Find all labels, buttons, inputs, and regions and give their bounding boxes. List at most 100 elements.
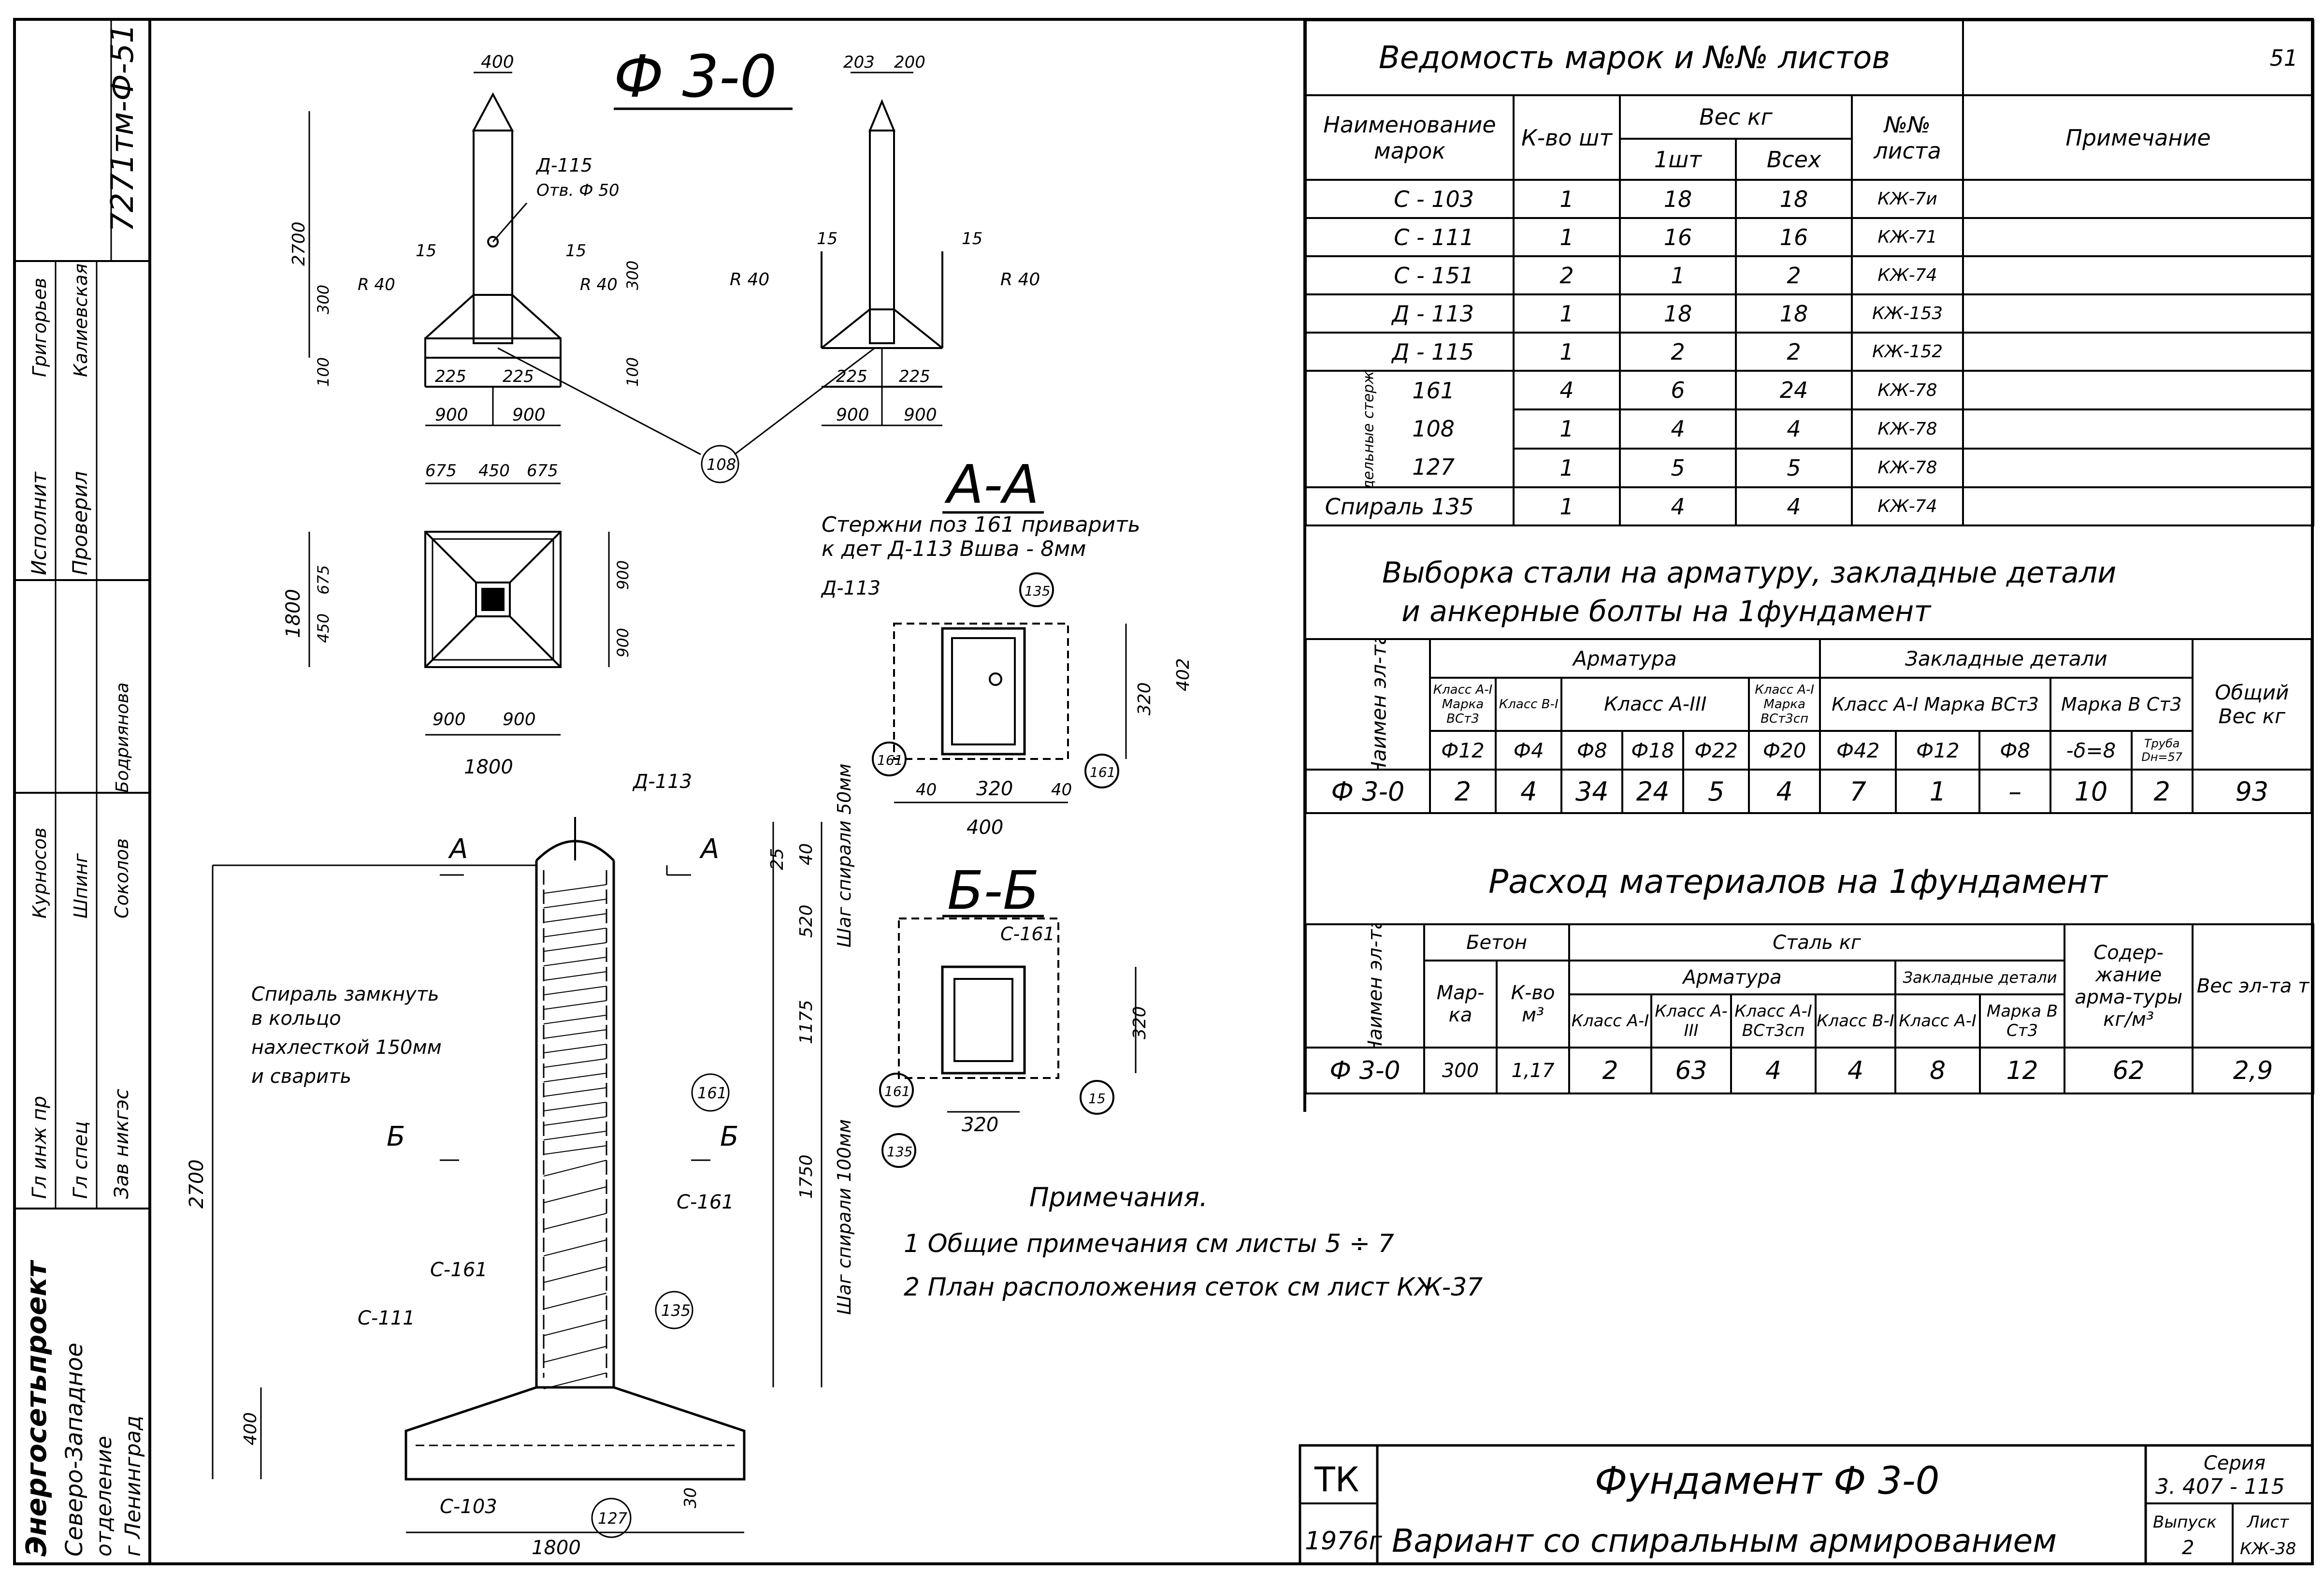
spiral-turn (543, 884, 607, 894)
stamp-org-4: г Ленинград (121, 1415, 145, 1557)
marks-row-sheet: КЖ-74 (1851, 486, 1964, 526)
spiral-turn (543, 1102, 607, 1111)
marks-col-wall: Всех (1735, 138, 1853, 181)
dim-320-bb: 320 (962, 1114, 998, 1136)
tb-sheet: КЖ-38 (2240, 1539, 2296, 1559)
stamp-name-3: Курносов (29, 828, 50, 918)
dim-400-top: 400 (481, 52, 514, 72)
spiral-turn (543, 1029, 607, 1039)
spiral-turn (543, 1073, 607, 1082)
dim-15-d: 15 (962, 229, 982, 248)
label-r40-d: R 40 (1000, 270, 1040, 290)
label-r40-b: R 40 (580, 275, 618, 294)
spiral-turn (543, 1160, 607, 1177)
spiral-turn (543, 957, 607, 966)
pos-108: 108 (707, 455, 736, 474)
steel-diam-cell: Ф12 (1429, 730, 1497, 771)
spiral-note-4: и сварить (251, 1065, 351, 1088)
mat-row-value: 2 (1568, 1047, 1653, 1094)
spiral-turn (543, 986, 607, 995)
spiral-turn (543, 1293, 607, 1310)
marks-row-w1: 2 (1619, 332, 1737, 372)
dim-225-b: 225 (503, 367, 534, 386)
mat-col-name: Наимен эл-та (1364, 924, 1387, 1048)
marks-row-name: Д - 113 (1305, 293, 1515, 334)
label-c103: С-103 (440, 1496, 497, 1518)
dim-1800-plan-v: 1800 (282, 589, 304, 638)
dim-320-aa-v: 320 (1135, 682, 1155, 715)
marks-col-w1: 1шт (1619, 138, 1737, 181)
marks-row-sheet: КЖ-152 (1851, 332, 1964, 372)
mat-row-value: 8 (1894, 1047, 1981, 1094)
tb-desc: Вариант со спиральным армированием (1392, 1522, 2057, 1559)
mat-h-vol: К-во м³ (1495, 960, 1571, 1049)
label-r40-c: R 40 (730, 270, 769, 290)
marks-row-name: 108 (1412, 416, 1455, 442)
mat-h-c2: Класс А-III (1650, 993, 1732, 1049)
steel-h-cls4: Класс А-I Марка ВСт3сп (1748, 677, 1821, 732)
mat-h-beton: Бетон (1423, 923, 1571, 962)
dim-40-aa-l: 40 (916, 780, 937, 800)
mat-h-steel: Сталь кг (1568, 923, 2066, 962)
outer-frame (13, 18, 2314, 1565)
marks-row-name: С - 111 (1305, 217, 1515, 257)
marks-row-note (1962, 179, 2314, 219)
mat-row-value: 62 (2064, 1047, 2194, 1094)
dim-40-aa-r: 40 (1051, 780, 1072, 800)
marks-col-note: Примечание (1962, 94, 2314, 181)
notes-heading: Примечания. (1029, 1182, 1208, 1212)
dim-320-aa: 320 (976, 778, 1013, 800)
marks-row-w1: 4 (1619, 408, 1737, 450)
marks-row-sheet: КЖ-78 (1851, 369, 1964, 411)
marks-row-qty: 4 (1513, 369, 1621, 411)
spiral-turn (543, 1015, 607, 1024)
steel-row-value: 1 (1895, 769, 1981, 814)
marks-row-wall: 24 (1735, 369, 1853, 411)
steel-h-zakl: Закладные детали (1819, 638, 2194, 679)
spiral-note-1: Спираль замкнуть (251, 983, 439, 1005)
marks-col-sheet: №№ листа (1851, 94, 1964, 181)
marks-row-qty: 1 (1513, 179, 1621, 219)
dim-1750: 1750 (796, 1154, 816, 1199)
tb-series: 3. 407 - 115 (2155, 1474, 2285, 1499)
steel-table-title-1: Выборка стали на арматуру, закладные дет… (1382, 556, 2117, 590)
dim-675-c: 675 (314, 565, 332, 595)
steel-row-value: – (1978, 769, 2052, 814)
tb-sheet-label: Лист (2246, 1513, 2289, 1532)
cut-a-left: А (448, 833, 468, 865)
section-aa-note-1: Стержни поз 161 приварить (822, 512, 1140, 537)
marks-row-w1: 4 (1619, 486, 1737, 526)
dim-30: 30 (681, 1487, 700, 1508)
steel-row-value: 4 (1748, 769, 1821, 814)
spiral-turn (543, 971, 607, 981)
marks-row-qty: 1 (1513, 486, 1621, 526)
label-d113-aa: Д-113 (821, 577, 881, 599)
mat-h-mark: Мар-ка (1423, 960, 1498, 1049)
mat-table-title: Расход материалов на 1фундамент (1488, 863, 2107, 901)
pos-15-bb: 15 (1088, 1091, 1106, 1107)
steel-h-cls1: Класс А-I Марка ВСт3 (1429, 677, 1497, 732)
cut-b-right: Б (720, 1121, 738, 1152)
marks-row-note (1962, 217, 2314, 257)
spiral-turn (543, 1044, 607, 1053)
dim-900-e: 900 (433, 710, 466, 729)
marks-table: Ведомость марок и №№ листов 51 Наименова… (1305, 19, 2314, 526)
dim-402: 402 (1173, 658, 1193, 691)
marks-row-wall: 2 (1735, 332, 1853, 372)
spiral-note-2: в кольцо (251, 1007, 341, 1030)
marks-row-note (1962, 408, 2314, 450)
dim-15-c: 15 (817, 229, 837, 248)
spiral-turn (543, 1266, 607, 1283)
dim-450-a: 450 (478, 461, 510, 481)
label-c161-bb: С-161 (1000, 923, 1055, 945)
sheet-number: 51 (1962, 19, 2314, 96)
marks-row-sheet: КЖ-78 (1851, 447, 1964, 489)
steel-diam-cell: Ф18 (1621, 730, 1684, 771)
